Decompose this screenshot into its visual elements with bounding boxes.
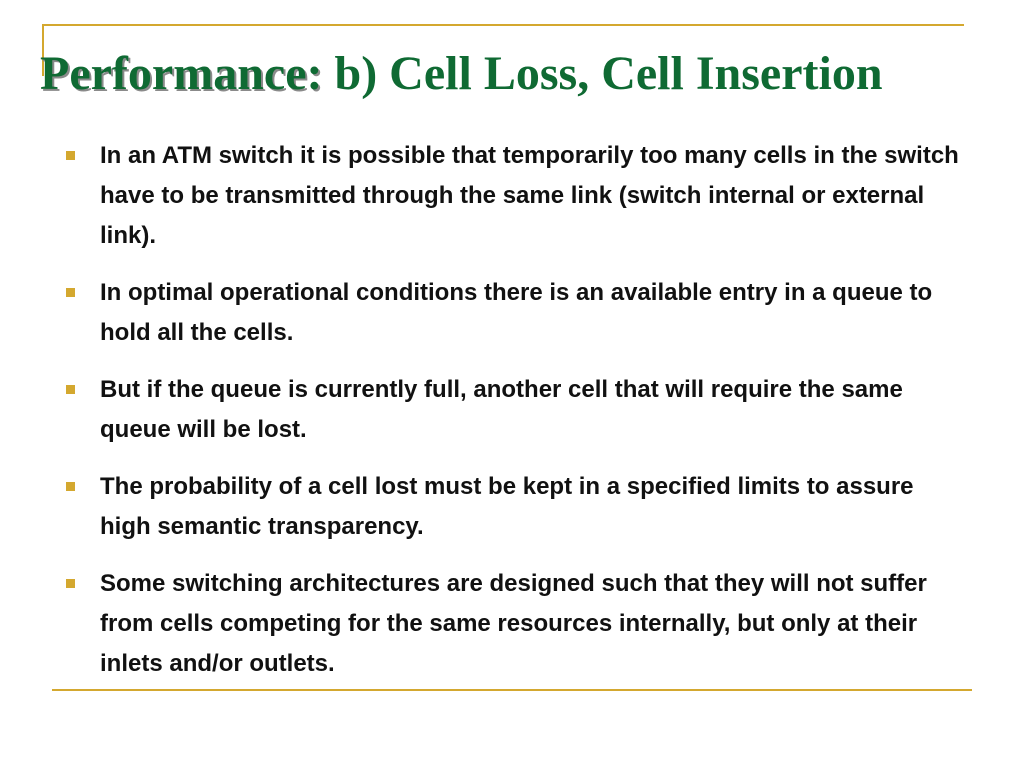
slide-title-rest: b) Cell Loss, Cell Insertion bbox=[322, 47, 883, 100]
bullet-item: In an ATM switch it is possible that tem… bbox=[60, 136, 970, 256]
bullet-item: But if the queue is currently full, anot… bbox=[60, 370, 970, 450]
slide-title: Performance: b) Cell Loss, Cell Insertio… bbox=[40, 44, 1024, 104]
bullet-square-icon bbox=[66, 385, 75, 394]
title-left-rule bbox=[42, 24, 44, 76]
bullet-square-icon bbox=[66, 482, 75, 491]
title-top-rule bbox=[42, 24, 964, 26]
bullet-text: But if the queue is currently full, anot… bbox=[100, 376, 903, 443]
bullet-text: In an ATM switch it is possible that tem… bbox=[100, 142, 959, 249]
bullet-square-icon bbox=[66, 579, 75, 588]
bullet-text: Some switching architectures are designe… bbox=[100, 570, 927, 677]
bullet-list: In an ATM switch it is possible that tem… bbox=[60, 136, 970, 701]
footer-rule bbox=[52, 689, 972, 691]
bullet-item: The probability of a cell lost must be k… bbox=[60, 467, 970, 547]
bullet-square-icon bbox=[66, 151, 75, 160]
bullet-item: Some switching architectures are designe… bbox=[60, 564, 970, 684]
bullet-square-icon bbox=[66, 288, 75, 297]
bullet-item: In optimal operational conditions there … bbox=[60, 273, 970, 353]
bullet-text: In optimal operational conditions there … bbox=[100, 279, 933, 346]
slide-title-lead: Performance: bbox=[40, 47, 323, 100]
bullet-text: The probability of a cell lost must be k… bbox=[100, 473, 914, 540]
